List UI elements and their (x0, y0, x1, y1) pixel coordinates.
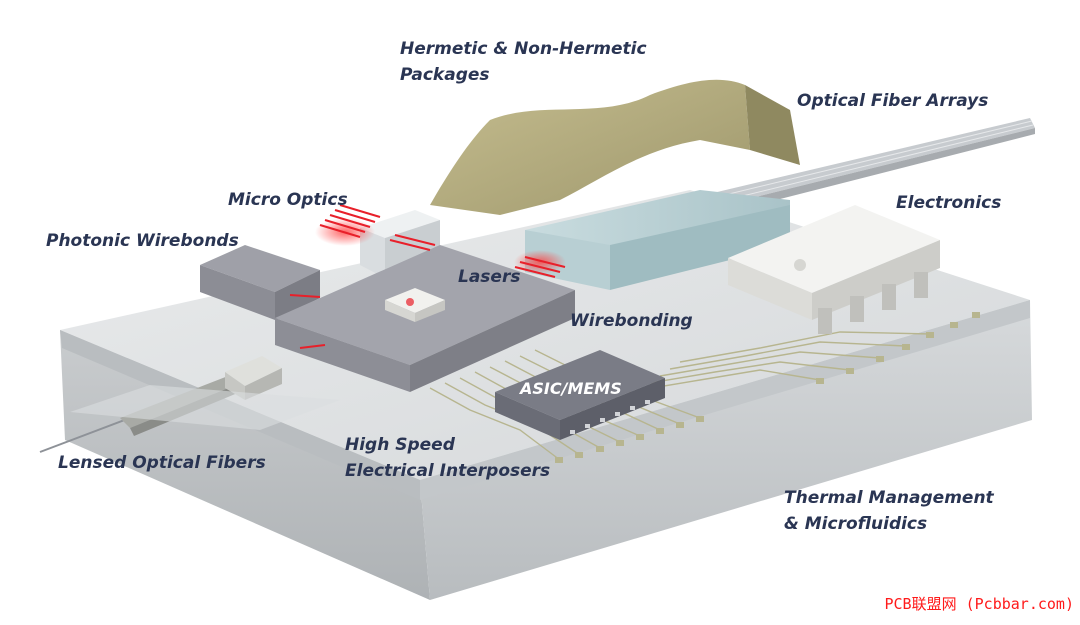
laser-beams (289, 204, 566, 349)
label-high-speed-line2: Electrical Interposers (345, 461, 551, 481)
electronics-ic (728, 205, 940, 334)
label-photonic-wirebonds: Photonic Wirebonds (46, 231, 239, 251)
label-wirebonding: Wirebonding (570, 311, 693, 331)
label-thermal-line2: & Microfluidics (784, 514, 928, 534)
watermark: PCB联盟网 (Pcbbar.com) (884, 595, 1075, 613)
label-asic-mems: ASIC/MEMS (520, 379, 622, 398)
asic-mems-chip (495, 350, 665, 440)
label-high-speed-line1: High Speed (345, 435, 455, 455)
bond-pads (555, 312, 980, 463)
label-hermetic-line2: Packages (400, 65, 490, 85)
label-micro-optics: Micro Optics (228, 190, 348, 210)
label-lensed-optical-fibers: Lensed Optical Fibers (58, 453, 266, 473)
label-optical-fiber-arrays: Optical Fiber Arrays (797, 91, 989, 111)
board-right-side (420, 300, 1032, 600)
lensed-optical-fiber (39, 356, 340, 453)
hermetic-package-cover (430, 79, 800, 215)
laser-die (385, 288, 445, 322)
label-thermal-line1: Thermal Management (784, 488, 994, 508)
label-electronics: Electronics (896, 193, 1002, 213)
label-hermetic-line1: Hermetic & Non-Hermetic (400, 39, 647, 59)
label-lasers: Lasers (458, 267, 521, 287)
